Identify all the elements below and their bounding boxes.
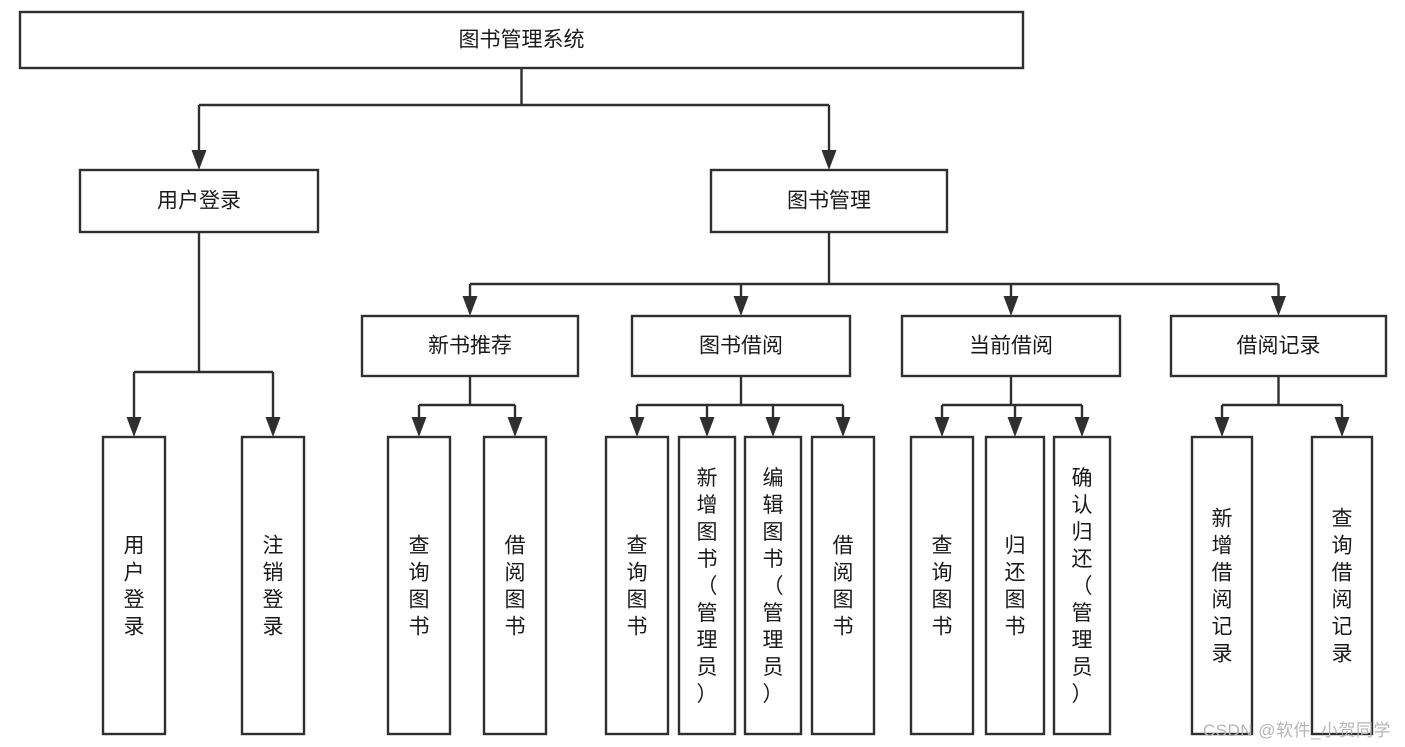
node-box[interactable]	[386, 435, 452, 736]
arrow-head	[765, 417, 781, 437]
node-box[interactable]	[630, 314, 852, 378]
node-label: 借阅记录	[1237, 335, 1321, 358]
arrow-head	[835, 417, 851, 437]
node-label: 用户登录	[157, 190, 241, 213]
arrow-head	[1003, 296, 1019, 316]
arrow-head	[1214, 417, 1230, 437]
arrow-head	[934, 417, 950, 437]
node-l-brw-edit[interactable]: 编辑图书（管理员）	[743, 435, 803, 736]
node-box[interactable]	[677, 435, 737, 736]
node-box[interactable]	[482, 435, 548, 736]
node-l-rec-borrow[interactable]: 借阅图书	[482, 435, 548, 736]
node-label: 借阅图书	[505, 535, 526, 639]
node-label: 新书推荐	[428, 335, 512, 358]
node-box[interactable]	[984, 435, 1046, 736]
node-l-rec-query[interactable]: 查询图书	[386, 435, 452, 736]
node-label: 图书借阅	[699, 335, 783, 358]
node-l-logout[interactable]: 注销登录	[240, 435, 306, 736]
node-label: 图书管理系统	[459, 29, 585, 52]
node-box[interactable]	[1169, 314, 1388, 378]
arrow-head	[191, 150, 207, 170]
node-box[interactable]	[78, 168, 320, 234]
arrow-head	[265, 417, 281, 437]
arrow-head	[821, 150, 837, 170]
node-l-rcd-query[interactable]: 查询借阅记录	[1310, 435, 1374, 736]
node-layer: 图书管理系统用户登录图书管理新书推荐图书借阅当前借阅借阅记录用户登录注销登录查询…	[18, 10, 1388, 736]
node-label: 图书管理	[787, 190, 871, 213]
node-box[interactable]	[1310, 435, 1374, 736]
node-box[interactable]	[709, 168, 949, 234]
node-n-book-manage[interactable]: 图书管理	[709, 168, 949, 234]
node-box[interactable]	[18, 10, 1025, 70]
node-l-brw-query[interactable]: 查询图书	[604, 435, 670, 736]
arrow-head	[733, 296, 749, 316]
arrow-head	[699, 417, 715, 437]
node-label: 归还图书	[1005, 535, 1026, 639]
node-box[interactable]	[240, 435, 306, 736]
node-box[interactable]	[743, 435, 803, 736]
node-n-user-login[interactable]: 用户登录	[78, 168, 320, 234]
node-label: 新增借阅记录	[1212, 508, 1233, 666]
node-l-cur-query[interactable]: 查询图书	[909, 435, 975, 736]
node-label: 注销登录	[263, 535, 284, 639]
node-n-book-borrow[interactable]: 图书借阅	[630, 314, 852, 378]
node-label: 借阅图书	[833, 535, 854, 639]
node-l-brw-borrow[interactable]: 借阅图书	[810, 435, 876, 736]
arrow-head	[411, 417, 427, 437]
node-label: 查询图书	[409, 535, 430, 639]
node-l-cur-confirm[interactable]: 确认归还（管理员）	[1052, 435, 1112, 736]
node-label: 查询借阅记录	[1332, 508, 1353, 666]
node-label: 确认归还（管理员）	[1072, 467, 1093, 706]
node-label: 查询图书	[627, 535, 648, 639]
node-label: 用户登录	[124, 535, 145, 639]
node-root[interactable]: 图书管理系统	[18, 10, 1025, 70]
arrow-head	[1007, 417, 1023, 437]
node-label: 新增图书（管理员）	[697, 467, 718, 706]
node-box[interactable]	[909, 435, 975, 736]
node-n-borrow-record[interactable]: 借阅记录	[1169, 314, 1388, 378]
node-box[interactable]	[1190, 435, 1254, 736]
node-l-brw-add[interactable]: 新增图书（管理员）	[677, 435, 737, 736]
arrow-head	[462, 296, 478, 316]
node-box[interactable]	[360, 314, 580, 378]
node-box[interactable]	[1052, 435, 1112, 736]
node-l-rcd-add[interactable]: 新增借阅记录	[1190, 435, 1254, 736]
arrow-head	[1074, 417, 1090, 437]
node-label: 查询图书	[932, 535, 953, 639]
node-label: 当前借阅	[969, 335, 1053, 358]
node-n-current-borrow[interactable]: 当前借阅	[900, 314, 1122, 378]
node-box[interactable]	[101, 435, 167, 736]
arrow-head	[1334, 417, 1350, 437]
node-box[interactable]	[810, 435, 876, 736]
csdn-watermark: CSDN @软件_小贺同学	[1202, 721, 1391, 740]
node-box[interactable]	[604, 435, 670, 736]
node-label: 编辑图书（管理员）	[763, 467, 784, 706]
node-l-user-login[interactable]: 用户登录	[101, 435, 167, 736]
connector-layer	[126, 68, 1350, 437]
node-box[interactable]	[900, 314, 1122, 378]
arrow-head	[126, 417, 142, 437]
node-n-new-book-rec[interactable]: 新书推荐	[360, 314, 580, 378]
arrow-head	[507, 417, 523, 437]
arrow-head	[629, 417, 645, 437]
arrow-head	[1271, 296, 1286, 316]
node-l-cur-return[interactable]: 归还图书	[984, 435, 1046, 736]
